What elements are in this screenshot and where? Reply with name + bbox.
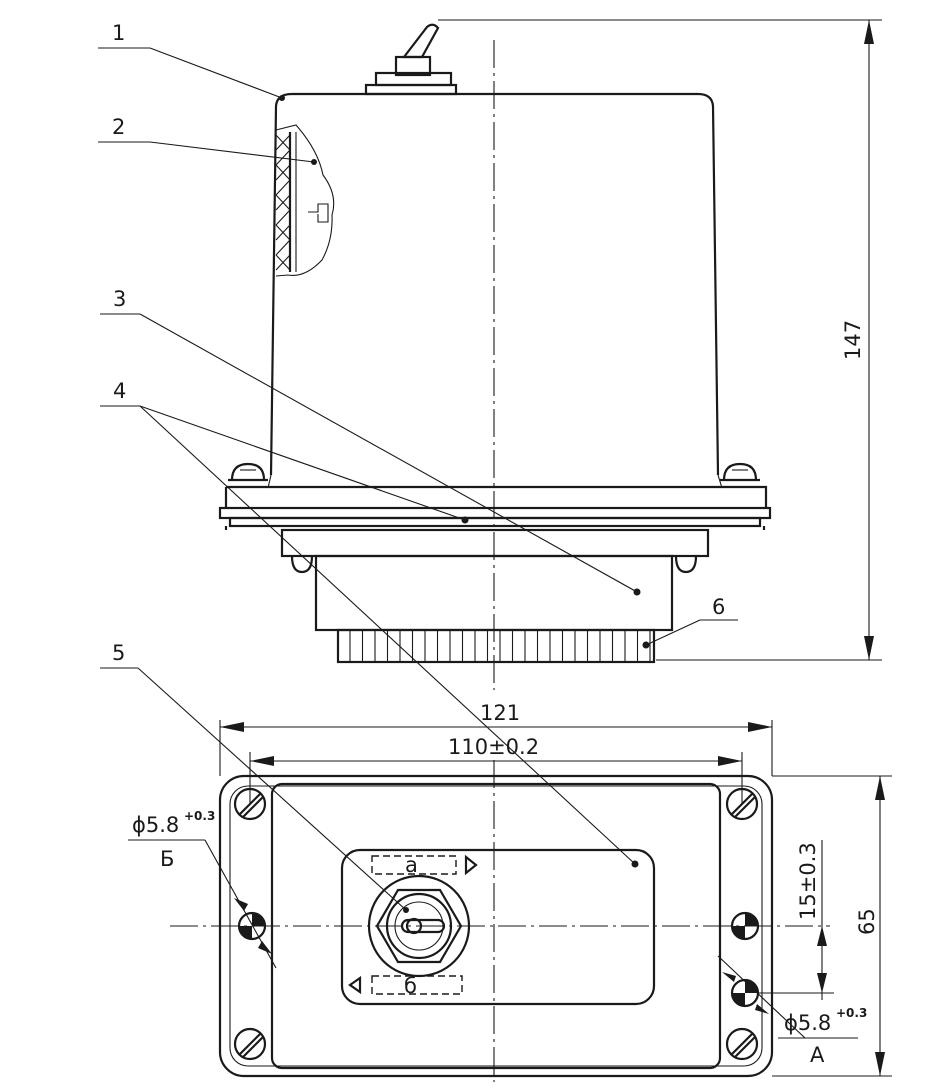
labels: 1 2 3 4 5 6 147 121 110±0.2 65 15±0.3 ϕ5…: [112, 21, 879, 1067]
mounting-hole-a: [730, 978, 760, 1008]
hole-b-diameter: ϕ5.8: [132, 813, 179, 837]
front-view: [218, 23, 772, 690]
toggle-lever: [364, 23, 458, 96]
dim-offset: 15±0.3: [796, 842, 820, 920]
plan-view: [170, 760, 830, 1082]
callout-6: 6: [712, 595, 725, 619]
callout-2: 2: [112, 115, 125, 139]
callout-5: 5: [112, 641, 125, 665]
mounting-hole-right: [730, 911, 760, 941]
corner-screw-bl: [233, 1027, 267, 1061]
screw-left: [228, 462, 268, 482]
screw-right: [720, 462, 760, 482]
dim-hole-spacing: 110±0.2: [448, 735, 539, 759]
housing-cover: [269, 92, 720, 476]
hole-a-label: А: [810, 1043, 825, 1067]
callout-3: 3: [113, 287, 126, 311]
callout-1: 1: [112, 21, 125, 45]
dim-height-147: 147: [841, 320, 865, 360]
hole-a-diameter: ϕ5.8: [784, 1011, 831, 1035]
cutaway-section: [275, 124, 335, 277]
hole-b-label: Б: [160, 847, 174, 871]
switch-position-a: а: [405, 853, 418, 877]
switch-position-b: б: [404, 974, 417, 998]
hole-b-tolerance: +0.3: [184, 809, 215, 823]
dimension-lines: [128, 19, 892, 1077]
callout-leaders: [98, 47, 738, 911]
dim-width-121: 121: [480, 701, 520, 725]
corner-screw-br: [725, 1027, 759, 1061]
connector-pins: [336, 628, 656, 664]
dim-depth-65: 65: [855, 908, 879, 935]
callout-4: 4: [113, 379, 126, 403]
hole-a-tolerance: +0.3: [836, 1006, 867, 1020]
switch-plate: [340, 848, 656, 1006]
